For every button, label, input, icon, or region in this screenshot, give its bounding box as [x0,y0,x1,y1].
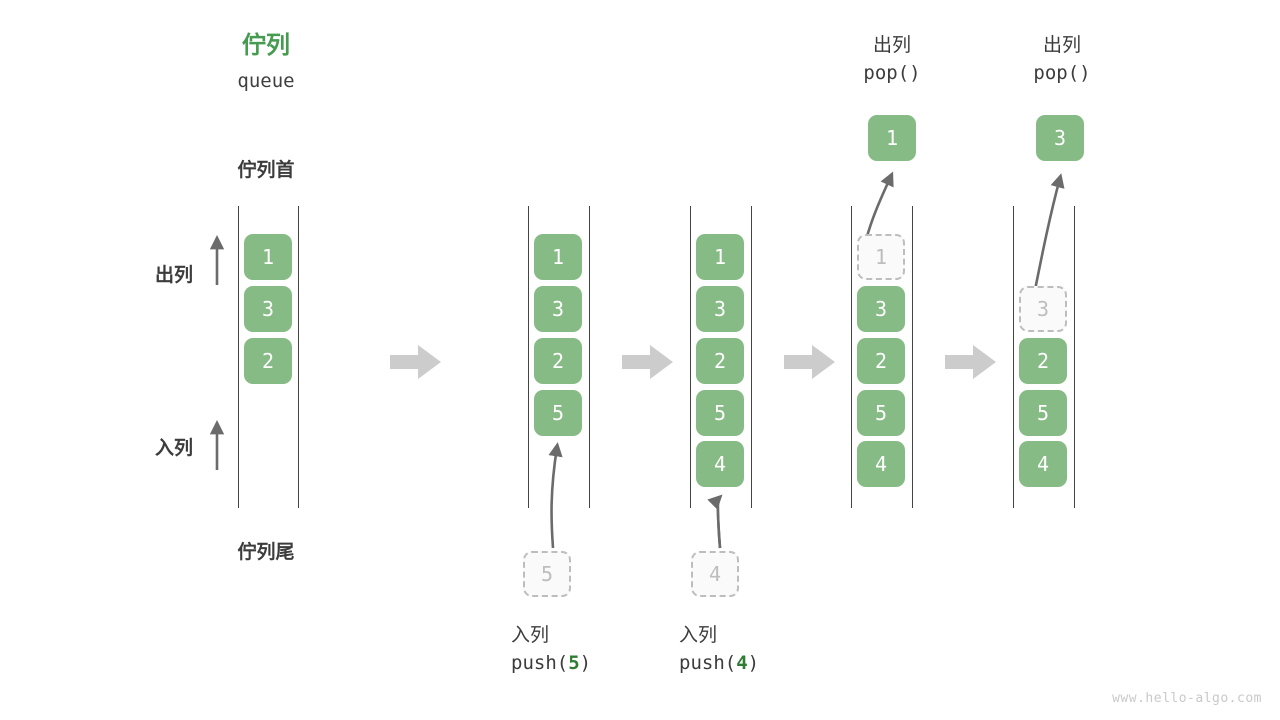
stage-4-operation-code: pop() [863,61,921,84]
stage-3-cell-3: 5 [696,390,744,436]
stage-4-popped-cell: 1 [868,115,916,161]
stage-3-cell-1: 3 [696,286,744,332]
stage-4-rail-right [912,206,913,508]
stage-3-code-suffix: ) [747,651,760,674]
stage-2-incoming-ghost-cell: 5 [523,551,571,597]
flow-arrow-3 [782,340,838,389]
stage-2-operation-label: 入列 push(5) [511,622,681,677]
push-4-arrow [707,494,723,549]
stage-2-code-suffix: ) [579,651,592,674]
stage-5-cell-2: 4 [1019,441,1067,487]
stage-2-rail-left [528,206,529,508]
stage-4-cell-1: 2 [857,338,905,384]
dequeue-direction-label: 出列 [154,265,193,286]
stage-2-code-value: 5 [568,651,580,674]
stage-2-code-prefix: push( [511,651,569,674]
flow-arrow-1 [388,340,444,389]
stage-4-ghost-cell: 1 [857,234,905,280]
stage-3-code-value: 4 [736,651,748,674]
stage-1-rail-right [298,206,299,508]
stage-1-cell-1: 3 [244,286,292,332]
stage-5-cell-1: 5 [1019,390,1067,436]
queue-tail-label: 佇列尾 [237,542,295,563]
stage-3-cell-0: 1 [696,234,744,280]
page-title-cn: 佇列 [242,32,290,59]
push-5-arrow [548,442,563,549]
stage-1-cell-0: 1 [244,234,292,280]
stage-5-operation-label: 出列 pop() [972,32,1152,87]
stage-2-cell-2: 2 [534,338,582,384]
stage-2-operation-code: push(5) [511,650,681,678]
stage-3-operation-code: push(4) [679,650,849,678]
stage-5-popped-cell: 3 [1036,115,1084,161]
stage-4-operation-cn: 出列 [872,35,911,56]
watermark: www.hello-algo.com [1112,691,1262,706]
stage-4-cell-0: 3 [857,286,905,332]
enqueue-direction-label: 入列 [154,438,193,459]
stage-2-operation-cn: 入列 [511,625,550,646]
flow-arrow-4 [943,340,999,389]
stage-5-operation-code: pop() [1033,61,1091,84]
stage-4-cell-3: 4 [857,441,905,487]
stage-3-cell-4: 4 [696,441,744,487]
stage-5-operation-cn: 出列 [1042,35,1081,56]
stage-5-cell-0: 2 [1019,338,1067,384]
stage-2-rail-right [589,206,590,508]
pop-1-arrow [864,171,894,241]
stage-3-code-prefix: push( [679,651,737,674]
queue-head-label: 佇列首 [237,160,295,181]
flow-arrow-2 [620,340,676,389]
page-title-en: queue [237,70,295,92]
stage-3-cell-2: 2 [696,338,744,384]
stage-2-cell-1: 3 [534,286,582,332]
stage-3-operation-label: 入列 push(4) [679,622,849,677]
stage-3-rail-right [751,206,752,508]
pop-3-arrow [1033,173,1065,291]
stage-5-rail-left [1013,206,1014,508]
stage-3-incoming-ghost-cell: 4 [691,551,739,597]
stage-3-rail-left [690,206,691,508]
stage-3-operation-cn: 入列 [679,625,718,646]
stage-1-rail-left [238,206,239,508]
stage-2-cell-0: 1 [534,234,582,280]
stage-5-rail-right [1074,206,1075,508]
stage-5-ghost-cell: 3 [1019,286,1067,332]
stage-4-operation-label: 出列 pop() [802,32,982,87]
stage-4-rail-left [851,206,852,508]
stage-1-cell-2: 2 [244,338,292,384]
stage-2-cell-3: 5 [534,390,582,436]
stage-4-cell-2: 5 [857,390,905,436]
